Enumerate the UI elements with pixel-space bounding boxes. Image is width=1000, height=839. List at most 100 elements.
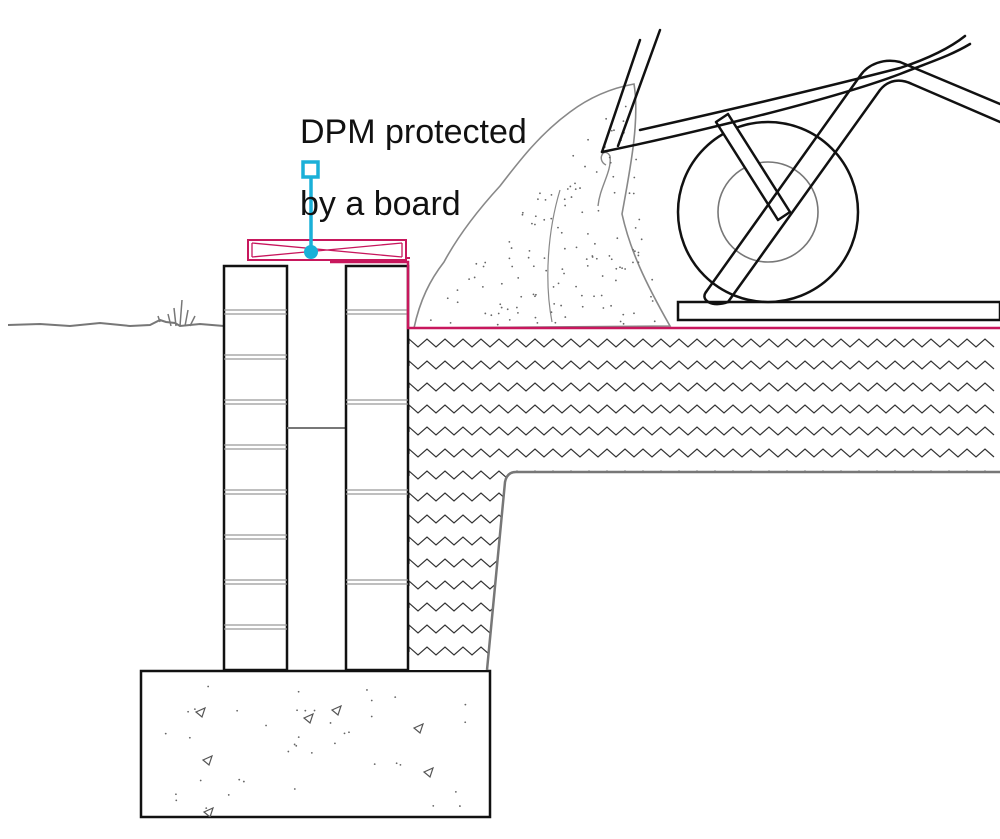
square-pin-marker — [301, 160, 320, 179]
aggregate-stone — [202, 806, 214, 817]
annotation-line-1: DPM protected — [300, 113, 527, 151]
sand-grain — [653, 320, 656, 323]
aggregate-speck — [164, 732, 167, 735]
scaffold-plank — [676, 300, 1000, 322]
sand-grain — [563, 272, 565, 275]
sand-grain — [508, 257, 511, 260]
sand-grain — [484, 312, 487, 315]
sand-grain — [539, 192, 541, 195]
aggregate-speck — [295, 744, 298, 747]
sand-grain — [586, 264, 589, 267]
aggregate-speck — [227, 794, 230, 796]
sand-grain — [429, 319, 432, 322]
sand-grain — [608, 255, 611, 257]
hatch-line — [409, 601, 995, 612]
sand-grain — [552, 286, 555, 288]
aggregate-speck — [373, 763, 376, 765]
sand-grain — [619, 320, 622, 323]
sand-grain — [508, 319, 511, 321]
sand-grain — [532, 265, 535, 268]
sand-grain — [532, 293, 535, 296]
aggregate-speck — [236, 709, 239, 712]
aggregate-speck — [464, 703, 467, 706]
aggregate-speck — [297, 736, 300, 739]
sand-grain — [508, 240, 511, 243]
sand-grain — [561, 268, 564, 271]
aggregate-stone — [194, 706, 206, 719]
sand-grain — [553, 302, 556, 305]
aggregate-stone — [422, 766, 434, 779]
aggregate-speck — [175, 793, 177, 796]
sand-grain — [536, 321, 539, 324]
aggregate-speck — [394, 696, 397, 699]
sand-grain — [560, 304, 563, 307]
sand-grain — [651, 278, 654, 281]
hatch-line — [409, 381, 995, 392]
sand-grain — [632, 192, 635, 195]
aggregate-speck — [395, 762, 398, 765]
sand-grain — [580, 294, 583, 297]
sand-grain — [650, 295, 652, 298]
sand-grain — [637, 261, 640, 264]
sand-grain — [468, 278, 471, 280]
sand-grain — [484, 261, 487, 264]
sand-grain — [515, 306, 518, 309]
sand-grain — [613, 191, 616, 194]
sand-grain — [622, 313, 625, 316]
concrete-footing — [139, 669, 492, 819]
sand-grain — [521, 211, 524, 214]
sand-grain — [581, 305, 584, 308]
sand-grain — [545, 269, 548, 272]
sand-grain — [473, 276, 476, 279]
aggregate-speck — [366, 689, 368, 691]
sand-grain — [537, 198, 539, 201]
sand-grain — [575, 285, 577, 288]
aggregate-speck — [207, 685, 210, 688]
sand-grain — [500, 306, 503, 309]
sand-grain — [550, 217, 553, 220]
sand-grain — [633, 250, 636, 253]
callout-dot-marker — [304, 245, 318, 259]
sand-grain — [605, 117, 608, 120]
aggregate-speck — [459, 805, 461, 807]
aggregate-speck — [175, 799, 178, 802]
sand-grain — [564, 316, 567, 318]
sand-grain — [544, 199, 547, 201]
aggregate-stone — [201, 754, 213, 767]
sand-grain — [527, 256, 530, 259]
sand-grain — [482, 265, 485, 268]
sand-grain — [510, 247, 513, 249]
dpm-annotation: DPM protected by a board — [300, 78, 527, 258]
aggregate-stone — [330, 704, 342, 717]
hatch-line — [409, 425, 995, 436]
aggregate-speck — [238, 778, 241, 781]
aggregate-speck — [242, 780, 245, 783]
sand-grain — [587, 138, 589, 141]
sand-grain — [554, 321, 557, 324]
hatch-line — [409, 623, 995, 634]
sand-grain — [587, 232, 589, 235]
sand-grain — [569, 185, 572, 188]
sand-grain — [557, 226, 559, 229]
sand-grain — [635, 158, 638, 161]
sand-grain — [499, 303, 502, 306]
hatch-line — [409, 645, 995, 656]
sand-grain — [616, 237, 619, 240]
aggregate-speck — [310, 752, 313, 754]
aggregate-speck — [399, 763, 402, 766]
sand-grain — [633, 176, 636, 179]
sand-grain — [566, 188, 569, 190]
sand-grain — [550, 311, 553, 314]
sand-grain — [563, 198, 566, 201]
aggregate-speck — [343, 732, 346, 735]
hatch-line — [409, 337, 995, 348]
outer-brick-leaf — [222, 264, 289, 672]
sand-grain — [593, 295, 595, 298]
sand-grain — [595, 257, 598, 260]
ground-surface — [7, 318, 225, 328]
aggregate-speck — [334, 742, 336, 745]
sand-grain — [601, 275, 604, 277]
sand-grain — [563, 247, 566, 250]
sand-grain — [621, 267, 624, 270]
